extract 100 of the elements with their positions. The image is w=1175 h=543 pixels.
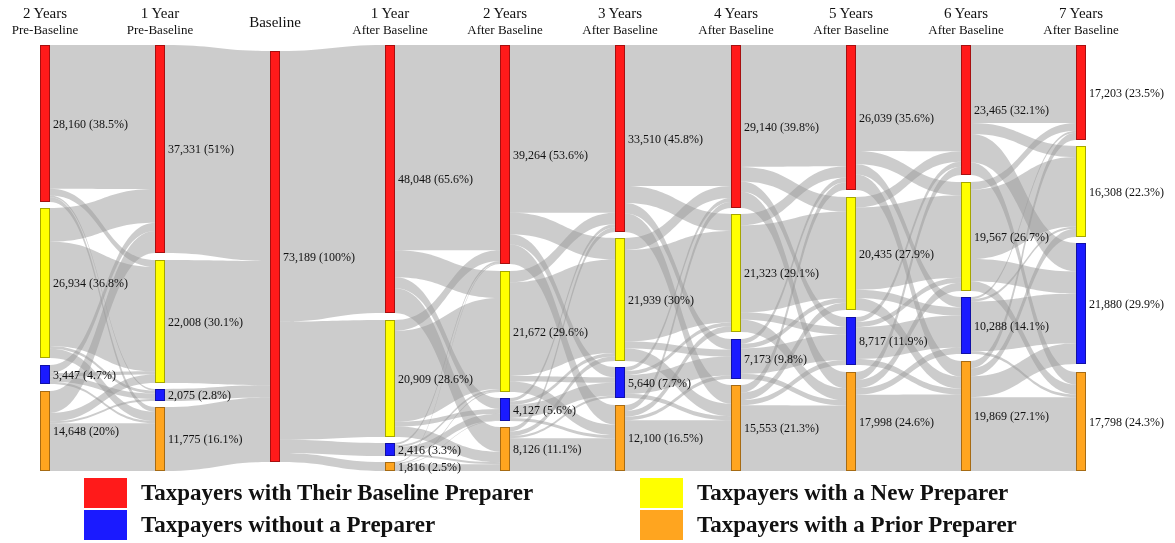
flow-band bbox=[625, 375, 731, 421]
flow-band bbox=[741, 302, 846, 401]
flow-band bbox=[50, 399, 155, 424]
column-header: 2 Years bbox=[481, 5, 529, 21]
flow-band bbox=[625, 348, 731, 417]
column-header: 1 Year bbox=[369, 5, 411, 21]
flow-band bbox=[971, 130, 1076, 300]
category-bar bbox=[40, 365, 50, 384]
flow-band bbox=[971, 293, 1076, 352]
flow-band bbox=[971, 45, 1076, 124]
flow-band bbox=[625, 322, 731, 375]
column-header: 3 Years bbox=[596, 5, 644, 21]
flow-band bbox=[625, 186, 731, 231]
value-label: 21,939 (30%) bbox=[628, 292, 694, 307]
value-label: 33,510 (45.8%) bbox=[628, 131, 703, 146]
flow-band bbox=[510, 212, 615, 283]
column-subheader: After Baseline bbox=[1042, 22, 1120, 38]
value-label: 4,127 (5.6%) bbox=[513, 402, 576, 417]
column-header: 7 Years bbox=[1057, 5, 1105, 21]
category-bar bbox=[500, 45, 510, 264]
value-label: 20,909 (28.6%) bbox=[398, 371, 473, 386]
flow-band bbox=[50, 189, 155, 242]
flow-band bbox=[741, 298, 846, 349]
category-bar bbox=[731, 339, 741, 379]
value-label: 2,416 (3.3%) bbox=[398, 442, 461, 457]
flow-band bbox=[856, 277, 961, 328]
flow-band bbox=[165, 397, 270, 471]
value-label: 16,308 (22.3%) bbox=[1089, 184, 1164, 199]
category-bar bbox=[40, 45, 50, 202]
column-subheader: After Baseline bbox=[697, 22, 775, 38]
value-label: 15,553 (21.3%) bbox=[744, 421, 819, 435]
flow-band bbox=[395, 250, 500, 298]
flow-band bbox=[856, 347, 961, 395]
flow-band bbox=[395, 277, 500, 410]
category-bar bbox=[961, 182, 971, 291]
value-label: 17,203 (23.5%) bbox=[1089, 85, 1164, 100]
flow-band bbox=[280, 452, 385, 471]
category-bar bbox=[155, 260, 165, 383]
flow-band bbox=[510, 417, 615, 439]
value-label: 26,934 (36.8%) bbox=[53, 276, 128, 290]
flow-band bbox=[971, 259, 1076, 294]
flow-band bbox=[510, 45, 615, 213]
value-label: 8,126 (11.1%) bbox=[513, 442, 582, 456]
column-subheader: After Baseline bbox=[581, 22, 659, 38]
category-bar bbox=[731, 385, 741, 471]
flow-band bbox=[395, 426, 500, 463]
flow-band bbox=[510, 375, 615, 383]
flow-band bbox=[395, 250, 500, 331]
category-bar bbox=[846, 197, 856, 310]
flow-band bbox=[50, 348, 155, 422]
category-bar bbox=[1076, 243, 1086, 364]
flow-band bbox=[50, 188, 155, 267]
flow-band bbox=[510, 259, 615, 376]
flow-band bbox=[971, 123, 1076, 190]
value-label: 1,816 (2.5%) bbox=[398, 459, 461, 474]
value-label: 37,331 (51%) bbox=[168, 142, 234, 156]
flow-band bbox=[165, 260, 270, 386]
value-label: 23,465 (32.1%) bbox=[974, 103, 1049, 117]
value-label: 11,775 (16.1%) bbox=[168, 432, 243, 446]
category-bar bbox=[385, 462, 395, 471]
value-label: 21,672 (29.6%) bbox=[513, 324, 588, 339]
flow-band bbox=[741, 359, 846, 406]
value-label: 48,048 (65.6%) bbox=[398, 172, 473, 186]
value-label: 7,173 (9.8%) bbox=[744, 352, 807, 366]
value-label: 39,264 (53.6%) bbox=[513, 147, 588, 162]
category-bar bbox=[40, 391, 50, 471]
value-label: 29,140 (39.8%) bbox=[744, 119, 819, 134]
flow-band bbox=[741, 334, 846, 374]
flow-band bbox=[971, 134, 1076, 272]
category-bar bbox=[846, 372, 856, 471]
category-bar bbox=[615, 405, 625, 471]
flow-band bbox=[50, 45, 155, 189]
column-header: 2 Years bbox=[21, 5, 69, 21]
flow-band bbox=[741, 166, 846, 212]
flow-band bbox=[625, 198, 731, 371]
flow-band bbox=[856, 151, 961, 196]
category-bar bbox=[1076, 146, 1086, 237]
value-label: 19,869 (27.1%) bbox=[974, 409, 1049, 423]
flow-band bbox=[510, 353, 615, 405]
flow-band bbox=[510, 212, 615, 260]
flow-band bbox=[50, 345, 155, 394]
legend-label: Taxpayers with a New Preparer bbox=[697, 479, 1009, 507]
legend-label: Taxpayers with a Prior Preparer bbox=[697, 511, 1017, 539]
category-bar bbox=[846, 317, 856, 365]
flow-band bbox=[165, 45, 270, 262]
flow-band bbox=[625, 45, 731, 187]
category-bar bbox=[846, 45, 856, 190]
flow-band bbox=[395, 388, 500, 448]
flow-band bbox=[856, 45, 961, 152]
flow-band bbox=[856, 151, 961, 208]
value-label: 22,008 (30.1%) bbox=[168, 314, 243, 329]
category-bar bbox=[1076, 45, 1086, 140]
category-bar bbox=[615, 367, 625, 398]
column-subheader: Pre-Baseline bbox=[10, 22, 80, 38]
flow-band bbox=[395, 454, 500, 465]
flow-band bbox=[971, 162, 1076, 385]
column-subheader: After Baseline bbox=[812, 22, 890, 38]
flow-band bbox=[395, 297, 500, 422]
flow-band bbox=[510, 234, 615, 378]
value-label: 17,798 (24.3%) bbox=[1089, 414, 1164, 429]
